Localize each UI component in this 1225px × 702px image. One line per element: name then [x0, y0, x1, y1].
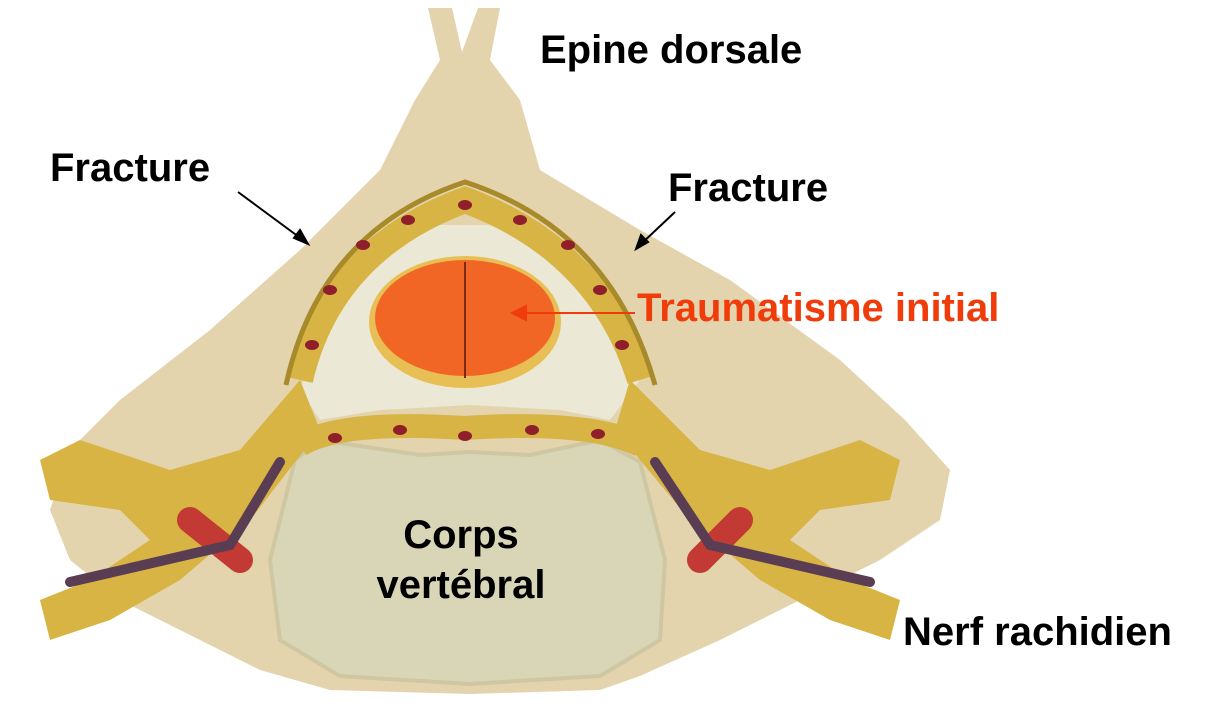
label-traumatisme-initial: Traumatisme initial: [637, 288, 999, 328]
pointer-fracture-left: [238, 192, 308, 244]
label-corps-line1: Corps: [330, 510, 592, 560]
label-corps-line2: vertébral: [330, 560, 592, 610]
label-fracture-right: Fracture: [668, 168, 828, 208]
label-corps-vertebral: Corps vertébral: [330, 510, 592, 610]
label-nerf-rachidien: Nerf rachidien: [903, 612, 1172, 652]
label-epine-dorsale: Epine dorsale: [540, 30, 802, 70]
label-fracture-left: Fracture: [50, 148, 210, 188]
